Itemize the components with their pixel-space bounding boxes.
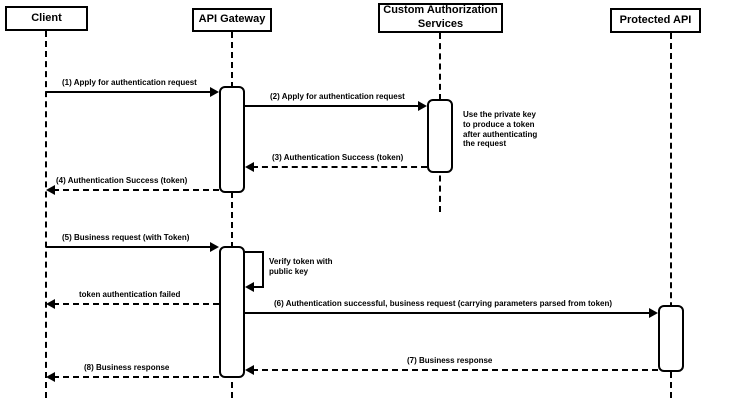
actor-protected-api: Protected API <box>610 8 701 33</box>
actor-api-gateway-label: API Gateway <box>198 13 266 26</box>
message-4-arrowhead-icon <box>46 185 55 195</box>
message-6-label: (6) Authentication successful, business … <box>274 299 613 308</box>
api-gateway-activation-2 <box>219 246 245 378</box>
message-7-line <box>252 369 658 371</box>
token-failed-label: token authentication failed <box>79 290 181 299</box>
message-2-arrowhead-icon <box>418 101 427 111</box>
message-4-line <box>53 189 219 191</box>
api-gateway-lifeline <box>231 32 233 398</box>
actor-api-gateway: API Gateway <box>192 8 272 32</box>
message-1-line <box>46 91 212 93</box>
message-5-line <box>46 246 212 248</box>
actor-protected-api-label: Protected API <box>619 13 692 26</box>
message-3-arrowhead-icon <box>245 162 254 172</box>
actor-custom-auth: Custom Authorization Services <box>378 3 503 33</box>
custom-auth-activation <box>427 99 453 173</box>
protected-api-activation <box>658 305 684 372</box>
token-failed-line <box>53 303 219 305</box>
message-4-label: (4) Authentication Success (token) <box>56 176 188 185</box>
message-6-arrowhead-icon <box>649 308 658 318</box>
message-7-label: (7) Business response <box>407 356 493 365</box>
private-key-note: Use the private key to produce a token a… <box>463 110 538 149</box>
message-5-label: (5) Business request (with Token) <box>62 233 190 242</box>
message-8-arrowhead-icon <box>46 372 55 382</box>
self-message-right-line <box>262 251 264 288</box>
actor-client: Client <box>5 6 88 31</box>
message-2-label: (2) Apply for authentication request <box>270 92 405 101</box>
verify-token-label: Verify token with public key <box>269 257 333 276</box>
self-message-arrowhead-icon <box>245 282 254 292</box>
message-1-label: (1) Apply for authentication request <box>62 78 197 87</box>
message-1-arrowhead-icon <box>210 87 219 97</box>
message-8-label: (8) Business response <box>84 363 170 372</box>
message-2-line <box>245 105 420 107</box>
message-6-line <box>245 312 651 314</box>
protected-api-lifeline <box>670 33 672 398</box>
client-lifeline <box>45 31 47 398</box>
token-failed-arrowhead-icon <box>46 299 55 309</box>
actor-client-label: Client <box>31 11 62 24</box>
message-7-arrowhead-icon <box>245 365 254 375</box>
message-3-label: (3) Authentication Success (token) <box>272 153 404 162</box>
message-5-arrowhead-icon <box>210 242 219 252</box>
self-message-top-line <box>245 251 264 253</box>
api-gateway-activation-1 <box>219 86 245 193</box>
self-message-bottom-line <box>252 286 264 288</box>
message-3-line <box>252 166 427 168</box>
message-8-line <box>53 376 219 378</box>
actor-custom-auth-label: Custom Authorization Services <box>383 4 498 30</box>
